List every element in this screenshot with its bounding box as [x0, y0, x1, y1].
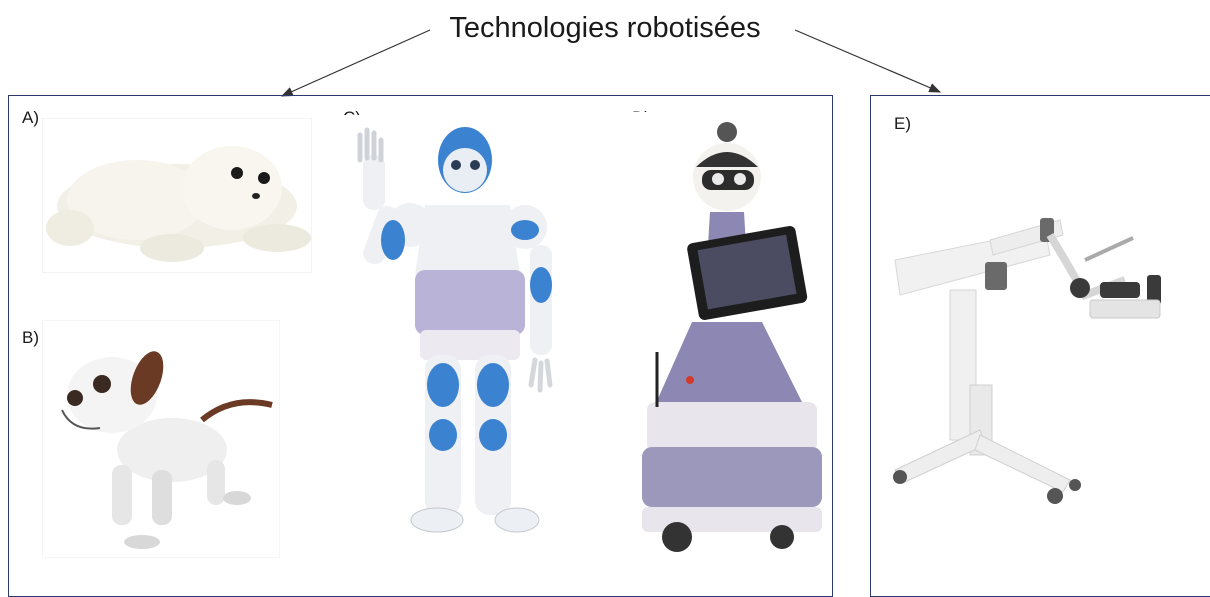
- robotic-arm-image: [885, 200, 1175, 520]
- seal-robot-image: [42, 118, 312, 273]
- diagram-title: Technologies robotisées: [449, 12, 761, 44]
- arrow-right: [794, 29, 942, 93]
- telepresence-robot-image: [632, 112, 827, 562]
- panel-label-a: A): [22, 108, 39, 127]
- arrow-left: [280, 29, 431, 97]
- panel-label-b: B): [22, 328, 39, 347]
- humanoid-robot-image: [325, 115, 625, 555]
- connector-arrows: [280, 29, 942, 97]
- dog-robot-image: [42, 320, 280, 558]
- panel-label-e: E): [894, 114, 911, 133]
